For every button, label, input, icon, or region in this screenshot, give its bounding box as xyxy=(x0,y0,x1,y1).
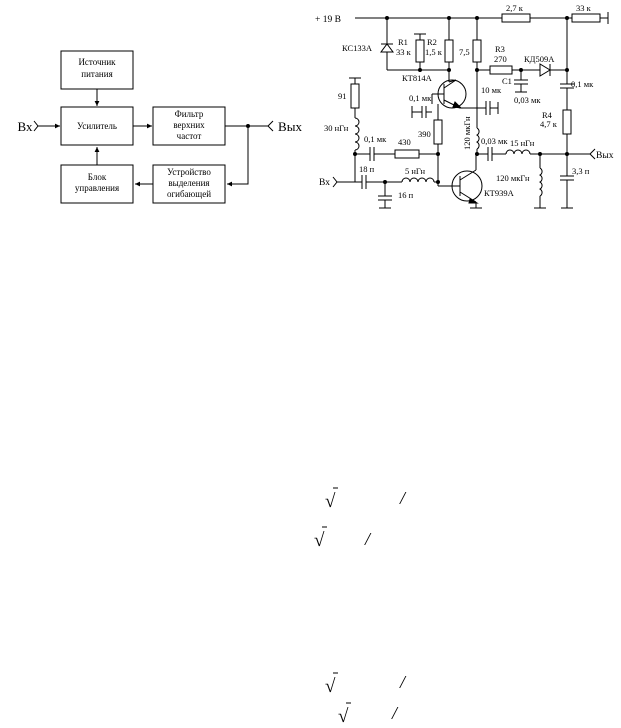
label-r4-value: 4,7 к xyxy=(540,119,558,129)
label-c-01-right: 0,1 мк xyxy=(571,79,594,89)
label-r2-name: R2 xyxy=(427,37,437,47)
block-input-label: Вх xyxy=(18,119,33,134)
inductor-15nh xyxy=(505,149,531,155)
supply-label: + 19 В xyxy=(315,15,341,25)
resistor-7k5 xyxy=(472,39,482,63)
formula-slash-1: / xyxy=(399,488,407,508)
label-c-18: 18 п xyxy=(359,164,375,174)
env-line-1: Устройство xyxy=(167,167,211,177)
input-chevron xyxy=(33,120,39,132)
hpf-line-3: частот xyxy=(177,131,202,141)
inductor-120uh-mid xyxy=(475,127,480,150)
label-r-2k7: 2,7 к xyxy=(506,3,524,13)
label-r-7k5: 7,5 xyxy=(459,47,470,57)
label-r3-name: R3 xyxy=(495,44,505,54)
env-line-3: огибающей xyxy=(167,189,211,199)
label-l-120-mid: 120 мкГн xyxy=(462,116,472,150)
label-c-16: 16 п xyxy=(398,190,414,200)
ctrl-line-1: Блок xyxy=(88,172,107,182)
schematic-wires xyxy=(332,12,609,209)
schematic-output-chevron xyxy=(589,148,596,160)
schematic-input-label: Вх xyxy=(319,178,330,188)
resistor-390 xyxy=(433,119,443,145)
label-c1-value: 0,03 мк xyxy=(514,95,541,105)
power-line-1: Источник xyxy=(78,57,116,67)
hpf-line-2: верхних xyxy=(173,120,205,130)
inductor-5nh xyxy=(401,177,435,183)
formula-slash-4: / xyxy=(391,703,399,723)
env-line-2: выделения xyxy=(168,178,209,188)
label-c1-name: C1 xyxy=(502,76,512,86)
resistor-430 xyxy=(394,149,420,159)
label-q1: КТ814А xyxy=(402,73,433,83)
label-l-30: 30 нГн xyxy=(324,123,349,133)
power-line-2: питания xyxy=(81,69,112,79)
inductor-120uh-right xyxy=(538,167,543,197)
resistor-r4 xyxy=(562,109,572,135)
resistor-r3 xyxy=(489,65,513,75)
label-r-430: 430 xyxy=(398,137,411,147)
label-r-91: 91 xyxy=(338,91,347,101)
diode-kd509 xyxy=(539,63,551,77)
formula-sqrt-3: √ xyxy=(325,676,336,697)
inductor-30nh xyxy=(354,117,360,151)
label-c-10: 10 мк xyxy=(481,85,502,95)
label-r1-name: R1 xyxy=(398,37,408,47)
label-r1-value: 33 к xyxy=(396,47,412,57)
schematic-labels: + 19 В Вх Вых 2,7 к 33 к КС133А R1 33 к … xyxy=(315,3,614,200)
label-diode: КД509А xyxy=(524,54,555,64)
zener-diode xyxy=(380,43,394,53)
resistor-r1 xyxy=(415,39,425,63)
formula-sqrt-2: √ xyxy=(314,530,325,551)
block-diagram xyxy=(33,50,274,204)
resistor-33k-top xyxy=(571,13,601,23)
label-r-390: 390 xyxy=(418,129,431,139)
label-c-003: 0,03 мк xyxy=(481,136,508,146)
amp-line-1: Усилитель xyxy=(77,121,117,131)
resistor-91 xyxy=(350,83,360,109)
output-chevron xyxy=(267,120,274,132)
resistor-2k7 xyxy=(501,13,531,23)
label-c-01-mid: 0,1 мк xyxy=(364,134,387,144)
ctrl-line-2: управления xyxy=(75,183,119,193)
block-diagram-text: Вх Вых Источник питания Усилитель Фильтр… xyxy=(18,57,303,199)
block-output-label: Вых xyxy=(278,119,302,134)
formula-sqrt-1: √ xyxy=(325,491,336,512)
schematic-input-chevron xyxy=(332,176,338,188)
formula-slash-2: / xyxy=(364,529,372,549)
label-c-33: 3,3 п xyxy=(572,166,590,176)
label-r2-value: 1,5 к xyxy=(425,47,443,57)
transistor-q2 xyxy=(451,170,483,202)
label-c-01-q1: 0,1 мк xyxy=(409,93,432,103)
label-zener: КС133А xyxy=(342,43,373,53)
label-q2: КТ939А xyxy=(484,188,515,198)
hpf-line-1: Фильтр xyxy=(175,109,204,119)
resistor-r2 xyxy=(444,39,454,63)
formula-fragments: √ / √ / √ / √ / xyxy=(314,487,407,727)
schematic-output-label: Вых xyxy=(596,151,614,161)
label-r-33k-top: 33 к xyxy=(576,3,592,13)
label-l-120-right: 120 мкГн xyxy=(496,173,530,183)
label-l-15: 15 нГн xyxy=(510,138,535,148)
label-r3-value: 270 xyxy=(494,54,507,64)
output-to-envelope-arrow xyxy=(227,126,249,187)
formula-sqrt-4: √ xyxy=(338,706,349,727)
label-r4-name: R4 xyxy=(542,110,553,120)
label-l-5: 5 нГн xyxy=(405,166,426,176)
formula-slash-3: / xyxy=(399,672,407,692)
